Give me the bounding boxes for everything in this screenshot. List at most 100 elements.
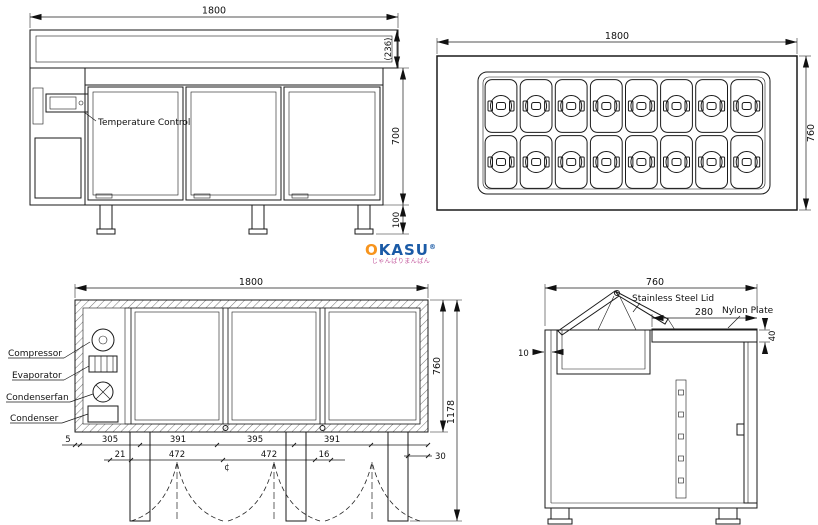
- side-depth-dim: 760: [646, 277, 664, 288]
- stainless-lid-label: Stainless Steel Lid: [632, 294, 714, 304]
- temperature-control-panel[interactable]: [45, 93, 89, 113]
- svg-text:391: 391: [324, 435, 340, 445]
- front-leg-middle: [248, 204, 268, 235]
- door-lock: [319, 425, 326, 431]
- front-body: [29, 67, 384, 206]
- section-total-height-dim: 1178: [446, 400, 457, 424]
- pan-well-section: [556, 330, 651, 375]
- door-lock: [222, 425, 229, 431]
- front-door-3[interactable]: [283, 86, 381, 201]
- side-view: 760 Stainless Steel Lid Nylon Plate 280 …: [518, 277, 778, 525]
- front-lid: [29, 29, 399, 69]
- condenser-fan: [92, 381, 114, 403]
- top-outline: [436, 55, 798, 211]
- side-door[interactable]: [743, 341, 758, 504]
- svg-text:21: 21: [115, 450, 126, 460]
- gn-pan: [695, 135, 728, 189]
- side-door-handle[interactable]: [736, 423, 745, 436]
- condenser-fan-label: Condenserfan: [6, 393, 69, 403]
- svg-text:395: 395: [247, 435, 263, 445]
- gn-pan: [730, 135, 764, 189]
- front-leg-right: [354, 204, 374, 235]
- front-door-1[interactable]: [87, 86, 184, 201]
- gn-pan: [554, 135, 588, 189]
- machine-compartment: [87, 328, 119, 423]
- door-swing-arcs: [130, 461, 421, 522]
- top-width-dim: 1800: [605, 31, 629, 42]
- evaporator: [88, 355, 118, 373]
- gn-pan: [519, 135, 553, 189]
- section-door-1: [130, 307, 224, 425]
- section-leg-left: [129, 431, 151, 522]
- registered-mark: ®: [428, 243, 437, 251]
- plate-width-dim: 280: [695, 307, 713, 318]
- gn-pan: [695, 79, 728, 133]
- side-leg-left: [547, 507, 573, 525]
- svg-text:5: 5: [65, 435, 70, 445]
- side-body: [544, 329, 758, 509]
- condenser-label: Condenser: [10, 414, 59, 424]
- door-handle[interactable]: [95, 193, 113, 199]
- brand-letter-o: O: [365, 241, 379, 259]
- section-body-height-dim: 760: [432, 357, 443, 375]
- gn-pan: [484, 79, 518, 133]
- shelf-rail: [675, 379, 687, 499]
- gn-pan: [625, 79, 658, 133]
- centerline-symbol: ¢: [224, 463, 229, 473]
- leg-width-dim: 30: [404, 452, 446, 462]
- svg-text:472: 472: [261, 450, 277, 460]
- gn-pan: [484, 135, 518, 189]
- stainless-lid-open[interactable]: [557, 290, 676, 336]
- front-door-2[interactable]: [185, 86, 282, 201]
- temperature-control-label: Temperature Control: [97, 118, 190, 128]
- pan-well: [477, 71, 771, 195]
- section-width-dim: 1800: [239, 277, 263, 288]
- front-body-height-dim: 700: [391, 127, 402, 145]
- svg-text:472: 472: [169, 450, 185, 460]
- condenser: [87, 405, 119, 423]
- svg-text:30: 30: [435, 452, 446, 462]
- gn-pan: [554, 79, 588, 133]
- gn-pan: [625, 135, 658, 189]
- gn-pan: [660, 135, 693, 189]
- section-door-3: [324, 307, 421, 425]
- compressor-grille: [34, 137, 82, 199]
- section-door-2: [227, 307, 321, 425]
- front-leg-left: [96, 204, 116, 235]
- door-handle[interactable]: [291, 193, 309, 199]
- door-handle[interactable]: [193, 193, 211, 199]
- dimension-chain-row1: 5 305 391 395 391: [62, 435, 431, 448]
- nylon-plate: [651, 328, 758, 343]
- gn-pan: [589, 79, 623, 133]
- front-leg-height-dim: 100: [392, 212, 402, 228]
- back-gap-dim: 10: [518, 349, 529, 359]
- svg-text:16: 16: [319, 450, 330, 460]
- section-view: 1800 Compressor Evaporator Condenserfan: [6, 277, 462, 522]
- svg-text:391: 391: [170, 435, 186, 445]
- evaporator-label: Evaporator: [12, 371, 62, 381]
- plate-height-dim: 40: [768, 331, 778, 342]
- gn-pan: [660, 79, 693, 133]
- top-view: 1800 760: [436, 31, 817, 211]
- front-well-height-dim: (236): [384, 38, 394, 61]
- side-louver: [32, 87, 44, 125]
- brand-name: OKASU®: [358, 243, 444, 258]
- side-leg-right: [715, 507, 741, 525]
- top-depth-dim: 760: [806, 124, 817, 142]
- brand-logo: OKASU® じゃんぱりまんぱん: [358, 243, 444, 265]
- compressor: [91, 328, 115, 352]
- nylon-plate-label: Nylon Plate: [722, 306, 774, 316]
- section-leg-middle: [285, 431, 307, 522]
- dimension-chain-row2: 21 472 472 16 ¢: [104, 450, 345, 473]
- compressor-label: Compressor: [8, 349, 62, 359]
- gn-pan: [589, 135, 623, 189]
- svg-text:305: 305: [102, 435, 118, 445]
- section-leg-right: [387, 431, 409, 522]
- lid-hinge: [614, 290, 620, 296]
- front-view: 1800 (236) Temperature Control: [29, 6, 409, 235]
- wall-hatch: [75, 300, 428, 432]
- gn-pan: [730, 79, 764, 133]
- brand-letters-rest: KASU: [378, 241, 429, 259]
